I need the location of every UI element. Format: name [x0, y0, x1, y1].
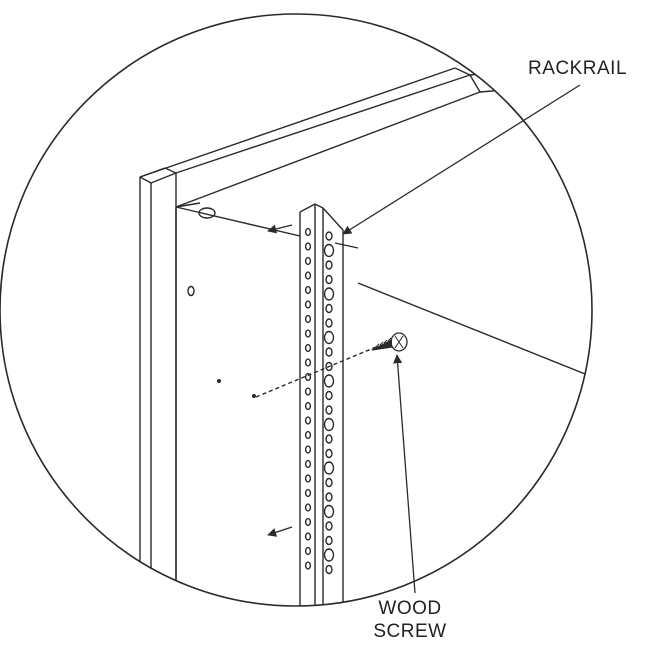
rail-hole — [304, 459, 312, 469]
rail-side-hole — [325, 260, 333, 270]
rail-hole — [304, 227, 312, 237]
rackrail — [299, 203, 344, 606]
rail-side-hole — [325, 477, 333, 488]
rail-side-hole — [325, 535, 333, 546]
wood-screw-label-line2: SCREW — [373, 621, 447, 642]
rail-side-hole — [323, 461, 335, 475]
rail-hole — [304, 445, 312, 454]
interior-back-edge — [357, 282, 592, 381]
rail-side-hole — [325, 347, 333, 357]
rail-hole — [304, 271, 312, 280]
rail-hole — [304, 488, 312, 498]
rail-hole — [304, 561, 312, 570]
rail-side-hole — [323, 330, 335, 345]
rail-hole — [304, 416, 312, 425]
rail-side-hole — [323, 504, 335, 519]
wood-screw-label-line1: WOOD — [378, 598, 442, 619]
rail-hole — [304, 474, 312, 483]
rail-hole — [304, 401, 312, 411]
rail-hole — [304, 532, 312, 541]
rail-side-hole — [325, 361, 333, 372]
rail-side-hole — [325, 390, 333, 401]
arrow-left-icon — [267, 526, 293, 537]
rackrail-leader-line — [342, 84, 581, 235]
cabinet-detail — [139, 59, 592, 606]
magnifier-circle — [0, 13, 593, 607]
rail-hole — [304, 256, 312, 266]
rail-hole — [304, 546, 312, 556]
rail-side-hole — [325, 448, 333, 459]
top-beam — [139, 59, 592, 208]
rail-side-hole — [323, 417, 335, 432]
rail-side-hole — [325, 492, 333, 502]
wood-screw-icon — [371, 332, 408, 352]
rail-side-hole — [325, 564, 333, 575]
rail-hole — [304, 372, 312, 382]
rail-hole — [304, 314, 312, 324]
rail-side-hole — [325, 274, 333, 285]
rail-hole — [304, 329, 312, 338]
rail-side-hole — [323, 243, 335, 258]
rail-side-hole — [325, 318, 333, 328]
rail-hole — [304, 358, 312, 367]
wood-screw-leader-line — [393, 354, 416, 594]
rail-side-hole — [323, 548, 335, 562]
rail-holes — [304, 227, 335, 575]
rail-side-hole — [323, 287, 335, 301]
rackrail-label: RACKRAIL — [528, 58, 628, 79]
rail-side-hole — [325, 405, 333, 415]
side-panel — [175, 202, 359, 606]
rail-hole — [304, 430, 312, 440]
rail-side-hole — [325, 303, 333, 314]
rail-side-hole — [325, 521, 333, 531]
screw-path-dashed-line — [255, 346, 377, 398]
rail-hole — [304, 503, 312, 512]
rail-side-hole — [323, 374, 335, 388]
rail-hole — [304, 517, 312, 527]
rail-hole — [304, 343, 312, 353]
rail-hole — [304, 300, 312, 309]
rail-side-hole — [325, 434, 333, 444]
rail-hole — [304, 285, 312, 295]
rail-hole — [304, 387, 312, 396]
rail-hole — [304, 242, 312, 251]
front-post — [139, 167, 177, 606]
rail-side-hole — [325, 231, 333, 241]
arrow-left-icon — [267, 224, 293, 234]
wood-screw-label: WOOD SCREW — [355, 597, 465, 643]
